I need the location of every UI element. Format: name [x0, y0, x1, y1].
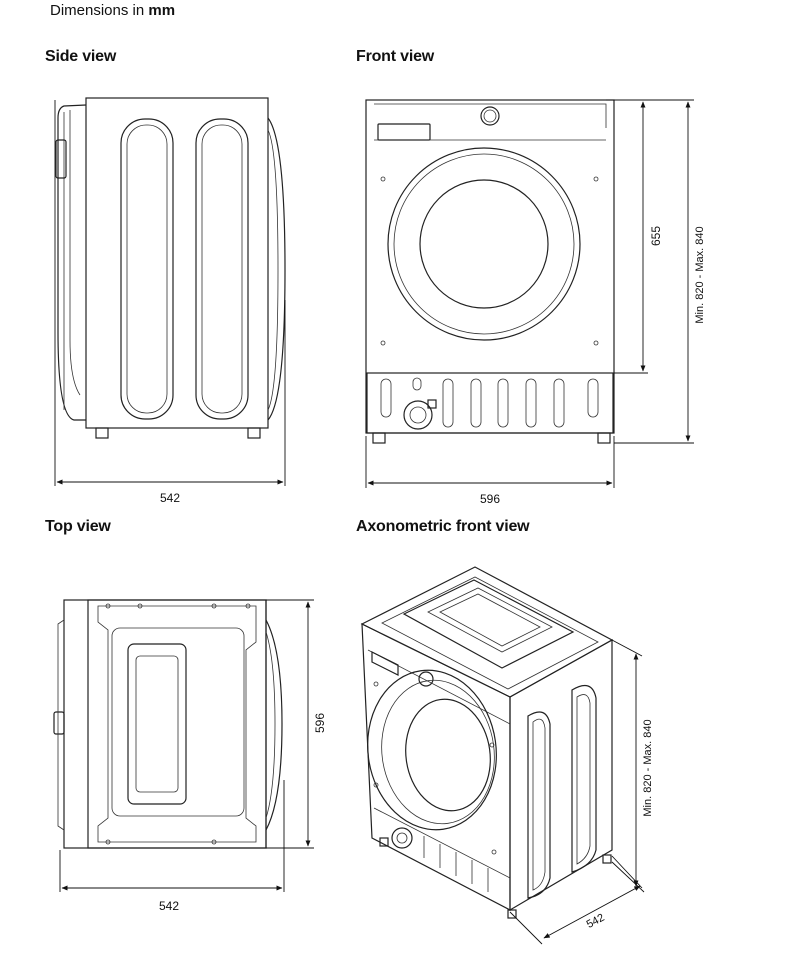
- dimensions-header: Dimensions in mm: [50, 2, 175, 19]
- dimensions-unit: mm: [148, 2, 176, 19]
- front-view-door-height-label: 655: [649, 226, 663, 246]
- top-view-width-label: 542: [159, 899, 179, 913]
- top-view-drawing: [53, 599, 314, 892]
- side-view-title: Side view: [45, 48, 117, 65]
- front-view-drawing: [365, 99, 694, 488]
- axonometric-view-title: Axonometric front view: [356, 518, 530, 535]
- side-view-width-label: 542: [160, 491, 180, 505]
- top-view-depth-label: 596: [313, 713, 327, 733]
- dimensions-prefix: Dimensions in: [50, 2, 149, 19]
- front-view-width-label: 596: [480, 492, 500, 506]
- top-view-title: Top view: [45, 518, 111, 535]
- axonometric-view-drawing: [360, 566, 645, 945]
- front-view-title: Front view: [356, 48, 435, 65]
- axonometric-height-label: Min. 820 - Max. 840: [642, 719, 654, 816]
- side-view-drawing: [54, 97, 286, 486]
- front-view-total-height-label: Min. 820 - Max. 840: [694, 226, 706, 323]
